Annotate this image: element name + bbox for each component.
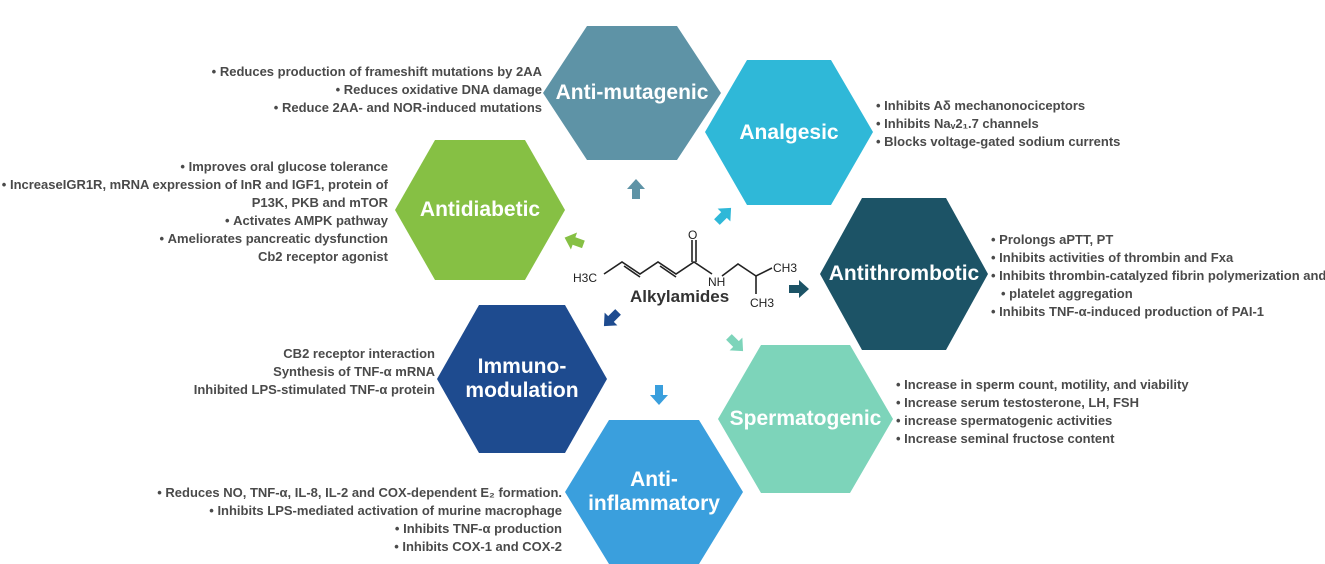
hex-antithrombotic: Antithrombotic — [820, 198, 988, 350]
note-item: Inhibits COX-1 and COX-2 — [157, 538, 562, 556]
molecule-label-nh: NH — [708, 275, 725, 289]
notes-anti-inflammatory: Reduces NO, TNF-α, IL-8, IL-2 and COX-de… — [157, 484, 562, 556]
hexagon-shape — [718, 345, 893, 493]
hexagon-shape — [705, 60, 873, 205]
alkylamide-molecule-structure: H3C O NH CH3 CH3 — [573, 228, 797, 310]
hex-label-antidiabetic: Antidiabetic — [419, 198, 541, 221]
note-item: CB2 receptor interaction — [283, 346, 435, 361]
note-item: platelet aggregation — [991, 285, 1325, 303]
hex-label-immunomodulation: Immuno- modulation — [465, 355, 579, 402]
note-item: Activates AMPK pathway — [2, 212, 388, 230]
note-item: Reduces oxidative DNA damage — [212, 81, 542, 99]
hexagon-shape — [437, 305, 607, 453]
note-item: Cb2 receptor agonist — [257, 249, 388, 264]
note-item: Increase seminal fructose content — [896, 430, 1189, 448]
hex-antidiabetic: Antidiabetic — [395, 140, 565, 280]
arrow-down-right-icon — [725, 333, 747, 355]
hexagon-shape — [565, 420, 743, 564]
note-item: Inhibits TNF-α production — [157, 520, 562, 538]
molecule-label-h3c: H3C — [573, 271, 597, 285]
hexagon-shape — [820, 198, 988, 350]
hex-anti-inflammatory: Anti- inflammatory — [565, 420, 743, 564]
note-item: IncreaseIGR1R, mRNA expression of InR an… — [2, 176, 388, 194]
notes-anti-mutagenic: Reduces production of frameshift mutatio… — [212, 63, 542, 117]
molecule-label-ch3-top: CH3 — [773, 261, 797, 275]
note-item: Reduces production of frameshift mutatio… — [212, 63, 542, 81]
note-item: Inhibits TNF-α-induced production of PAI… — [991, 303, 1325, 321]
notes-analgesic: Inhibits Aδ mechanonociceptors Inhibits … — [876, 97, 1120, 151]
note-item: increase spermatogenic activities — [896, 412, 1189, 430]
note-item: P13K, PKB and mTOR — [251, 195, 388, 210]
hex-label-analgesic: Analgesic — [739, 120, 839, 144]
arrow-left-icon — [563, 230, 585, 252]
note-item: Inhibits activities of thrombin and Fxa — [991, 249, 1325, 267]
arrow-right-icon — [788, 278, 810, 300]
notes-antidiabetic: Improves oral glucose tolerance Increase… — [2, 158, 388, 266]
arrow-down-left-icon — [600, 308, 622, 330]
note-item: Inhibits thrombin-catalyzed fibrin polym… — [991, 267, 1325, 285]
arrow-up-right-icon — [713, 204, 735, 226]
hex-analgesic: Analgesic — [705, 60, 873, 205]
hex-label-anti-mutagenic: Anti-mutagenic — [555, 81, 709, 104]
note-item: Inhibits Aδ mechanonociceptors — [876, 97, 1120, 115]
hexagon-shape — [543, 26, 721, 160]
note-item: Reduce 2AA- and NOR-induced mutations — [212, 99, 542, 117]
arrow-up-icon — [625, 178, 647, 200]
note-item: Prolongs aPTT, PT — [991, 231, 1325, 249]
hex-label-spermatogenic: Spermatogenic — [729, 407, 882, 430]
molecule-label-ch3-bottom: CH3 — [750, 296, 774, 310]
note-item: Blocks voltage-gated sodium currents — [876, 133, 1120, 151]
note-item: Inhibits Naᵥ2₁.7 channels — [876, 115, 1120, 133]
note-item: Reduces NO, TNF-α, IL-8, IL-2 and COX-de… — [157, 484, 562, 502]
hexagon-shape — [395, 140, 565, 280]
note-item: Increase in sperm count, motility, and v… — [896, 376, 1188, 394]
molecule-label-o: O — [688, 228, 697, 242]
compound-name: Alkylamides — [630, 287, 730, 306]
hex-immunomodulation: Immuno- modulation — [437, 305, 607, 453]
hex-label-anti-inflammatory: Anti- inflammatory — [588, 468, 720, 515]
notes-antithrombotic: Prolongs aPTT, PT Inhibits activities of… — [991, 231, 1325, 321]
hex-spermatogenic: Spermatogenic — [718, 345, 893, 493]
notes-spermatogenic: Increase in sperm count, motility, and v… — [896, 376, 1189, 448]
arrow-down-icon — [648, 384, 670, 406]
note-item: Inhibits LPS-mediated activation of muri… — [157, 502, 562, 520]
notes-immunomodulation: CB2 receptor interaction Synthesis of TN… — [194, 345, 435, 399]
note-item: Synthesis of TNF-α mRNA — [273, 364, 435, 379]
note-item: Improves oral glucose tolerance — [2, 158, 388, 176]
note-item: Increase serum testosterone, LH, FSH — [896, 394, 1189, 412]
hex-label-antithrombotic: Antithrombotic — [828, 262, 980, 285]
hex-anti-mutagenic: Anti-mutagenic — [543, 26, 721, 160]
note-item: Ameliorates pancreatic dysfunction — [2, 230, 388, 248]
note-item: Inhibited LPS-stimulated TNF-α protein — [193, 382, 435, 397]
